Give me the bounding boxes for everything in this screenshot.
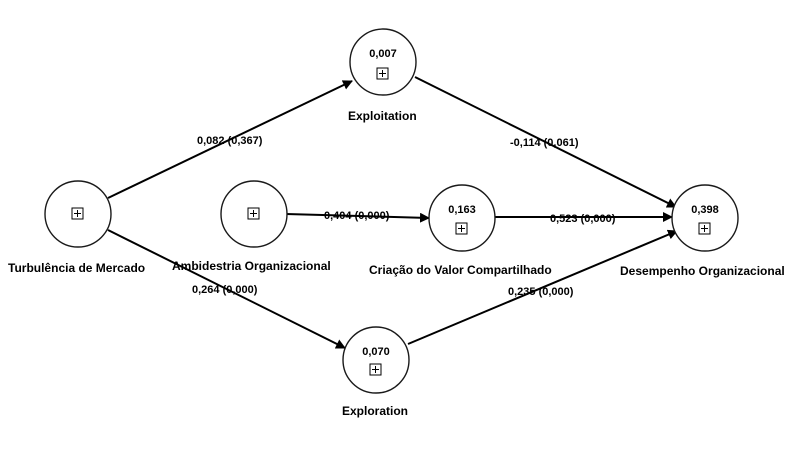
node-exploitation[interactable]: 0,007	[349, 28, 417, 96]
node-label-turbulencia: Turbulência de Mercado	[8, 261, 145, 275]
path-coef-ambidestria-criacao: 0,404 (0,000)	[324, 210, 390, 222]
node-label-ambidestria: Ambidestria Organizacional	[172, 259, 331, 273]
edge-turbulencia-exploration	[107, 229, 346, 349]
path-coef-criacao-desempenho: 0,523 (0,000)	[550, 213, 616, 225]
path-coef-exploitation-desempenho: -0,114 (0,061)	[510, 137, 579, 149]
r2-exploitation: 0,007	[369, 48, 397, 60]
edge-exploitation-desempenho	[414, 76, 677, 208]
node-label-criacao: Criação do Valor Compartilhado	[369, 263, 552, 277]
expand-box-icon[interactable]	[698, 222, 711, 235]
node-turbulencia-de-mercado[interactable]	[44, 180, 112, 248]
expand-box-icon[interactable]	[376, 67, 389, 80]
path-coef-turbulencia-exploitation: 0,082 (0,367)	[197, 135, 263, 147]
path-coef-turbulencia-exploration: 0,264 (0,000)	[192, 284, 258, 296]
r2-criacao: 0,163	[448, 204, 476, 216]
expand-box-icon[interactable]	[247, 207, 260, 220]
node-ambidestria-organizacional[interactable]	[220, 180, 288, 248]
edge-turbulencia-exploitation	[107, 80, 353, 199]
expand-box-icon[interactable]	[71, 207, 84, 220]
node-label-desempenho: Desempenho Organizacional	[620, 264, 785, 278]
node-criacao-do-valor-compartilhado[interactable]: 0,163	[428, 184, 496, 252]
node-exploration[interactable]: 0,070	[342, 326, 410, 394]
expand-box-icon[interactable]	[455, 222, 468, 235]
edge-exploration-desempenho	[407, 229, 678, 345]
expand-box-icon[interactable]	[369, 363, 382, 376]
edge-ambidestria-criacao	[285, 212, 430, 223]
path-coef-exploration-desempenho: 0,235 (0,000)	[508, 286, 574, 298]
r2-desempenho: 0,398	[691, 204, 719, 216]
node-label-exploration: Exploration	[342, 404, 408, 418]
node-desempenho-organizacional[interactable]: 0,398	[671, 184, 739, 252]
r2-exploration: 0,070	[362, 346, 390, 358]
node-label-exploitation: Exploitation	[348, 109, 417, 123]
